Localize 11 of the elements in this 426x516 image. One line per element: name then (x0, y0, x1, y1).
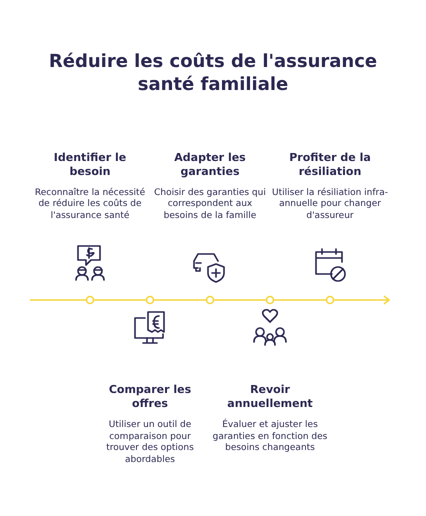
step-description: Choisir des garanties qui correspondent aux besoins de la famille (153, 188, 267, 222)
step-heading: Revoir annuellement (226, 383, 314, 411)
title: Réduire les coûts de l'assurance santé familiale (48, 50, 378, 96)
step-heading: Comparer les offres (108, 383, 192, 411)
step-heading: Profiter de la résiliation (288, 150, 372, 178)
step-description: Évaluer et ajuster les garanties en fonction des besoins changeants (212, 420, 328, 454)
step-description: Utiliser un outil de comparaison pour trouver des options abordables (105, 420, 195, 466)
step-description: Reconnaître la nécessité de réduire les coûts de l'assurance santé (34, 188, 146, 222)
step-heading: Identifier le besoin (52, 150, 128, 178)
step-description: Utiliser la résiliation infra-annuelle pour changer d'assureur (272, 188, 388, 222)
step-heading: Adapter les garanties (173, 150, 247, 178)
